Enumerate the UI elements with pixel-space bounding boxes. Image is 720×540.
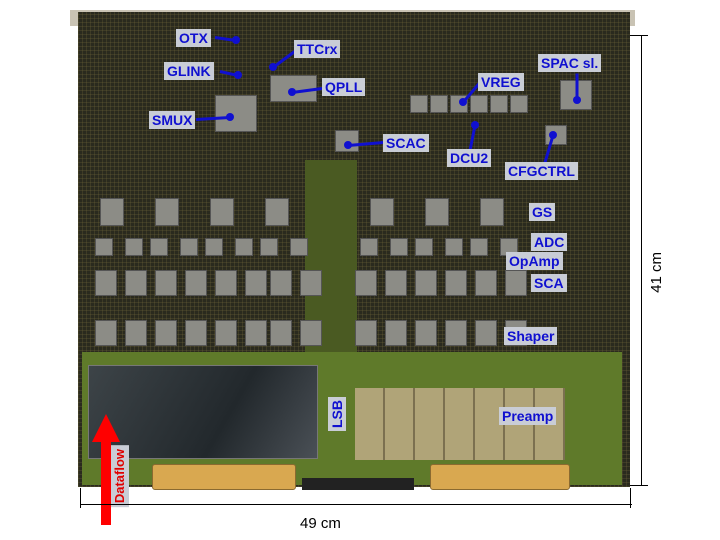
gs-chip: [425, 198, 449, 226]
adc-chip: [235, 238, 253, 256]
adc-chip: [470, 238, 488, 256]
sca-chip: [475, 270, 497, 296]
shaper-chip: [245, 320, 267, 346]
gs-chip: [265, 198, 289, 226]
gs-chip: [480, 198, 504, 226]
adc-chip: [360, 238, 378, 256]
gs-chip: [370, 198, 394, 226]
adc-chip: [125, 238, 143, 256]
connector-right: [430, 464, 570, 490]
dcu2-dot: [471, 121, 479, 129]
shaper-chip: [445, 320, 467, 346]
shaper-chip: [300, 320, 322, 346]
label-preamp: Preamp: [499, 407, 557, 425]
sca-chip: [185, 270, 207, 296]
sca-chip: [125, 270, 147, 296]
scac-dot: [344, 141, 352, 149]
adc-chip: [260, 238, 278, 256]
sca-chip: [155, 270, 177, 296]
label-spac: SPAC sl.: [538, 54, 602, 72]
sca-chip: [245, 270, 267, 296]
shaper-chip: [125, 320, 147, 346]
vreg-chip: [470, 95, 488, 113]
adc-chip: [205, 238, 223, 256]
sca-chip: [385, 270, 407, 296]
vreg-chip: [410, 95, 428, 113]
shaper-chip: [155, 320, 177, 346]
shaper-chip: [415, 320, 437, 346]
lsb-shield: [88, 365, 318, 459]
adc-chip: [415, 238, 433, 256]
label-smux: SMUX: [149, 111, 196, 129]
shaper-chip: [185, 320, 207, 346]
glink-dot: [234, 71, 242, 79]
shaper-chip: [385, 320, 407, 346]
smux-dot: [226, 113, 234, 121]
label-dcu2: DCU2: [447, 149, 492, 167]
sca-chip: [505, 270, 527, 296]
shaper-chip: [475, 320, 497, 346]
shaper-chip: [95, 320, 117, 346]
label-cfgctrl: CFGCTRL: [505, 162, 578, 180]
otx-dot: [232, 36, 240, 44]
vreg-dot: [459, 98, 467, 106]
sca-chip: [95, 270, 117, 296]
adc-chip: [95, 238, 113, 256]
sca-chip: [215, 270, 237, 296]
shaper-chip: [355, 320, 377, 346]
vreg-chip: [510, 95, 528, 113]
label-vreg: VREG: [478, 73, 524, 91]
shaper-chip: [215, 320, 237, 346]
sca-chip: [270, 270, 292, 296]
adc-chip: [390, 238, 408, 256]
vreg-chip: [490, 95, 508, 113]
sca-chip: [445, 270, 467, 296]
smux-chip: [215, 95, 257, 132]
shaper-chip: [270, 320, 292, 346]
ttcrx-dot: [269, 63, 277, 71]
vreg-chip: [430, 95, 448, 113]
height-label: 41 cm: [648, 252, 665, 293]
gs-chip: [100, 198, 124, 226]
label-dataflow: Dataflow: [111, 445, 129, 508]
label-scac: SCAC: [383, 134, 429, 152]
connector-left: [152, 464, 296, 490]
sca-chip: [355, 270, 377, 296]
adc-chip: [150, 238, 168, 256]
qpll-dot: [288, 88, 296, 96]
adc-chip: [445, 238, 463, 256]
connector-middle: [302, 478, 414, 490]
adc-chip: [290, 238, 308, 256]
cfgctrl-dot: [549, 131, 557, 139]
label-glink: GLINK: [164, 62, 214, 80]
label-ttcrx: TTCrx: [294, 40, 341, 58]
gs-chip: [210, 198, 234, 226]
label-shaper: Shaper: [504, 327, 558, 345]
sca-chip: [415, 270, 437, 296]
spac-dot: [573, 96, 581, 104]
label-adc: ADC: [531, 233, 568, 251]
label-gs: GS: [529, 203, 556, 221]
label-opamp: OpAmp: [506, 252, 563, 270]
label-qpll: QPLL: [322, 78, 366, 96]
width-label: 49 cm: [300, 515, 341, 532]
gs-chip: [155, 198, 179, 226]
sca-chip: [300, 270, 322, 296]
label-sca: SCA: [531, 274, 567, 292]
label-otx: OTX: [176, 29, 211, 47]
label-lsb: LSB: [328, 397, 346, 431]
adc-chip: [180, 238, 198, 256]
